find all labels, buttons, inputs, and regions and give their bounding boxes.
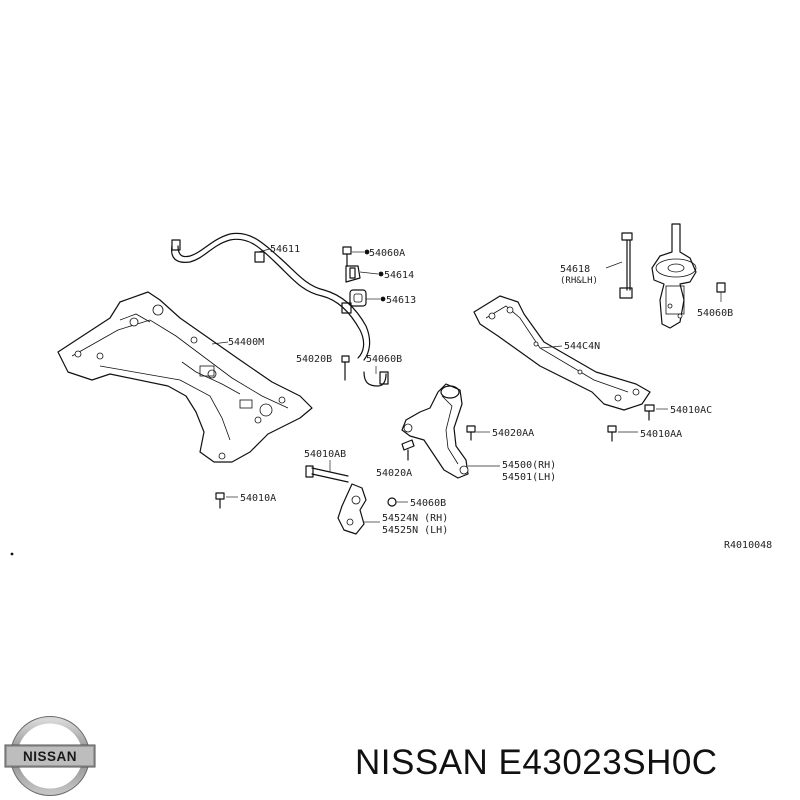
lower-arm-54500 bbox=[401, 383, 469, 479]
bolt-54010ab bbox=[305, 465, 349, 483]
label-54010ab: 54010AB bbox=[304, 449, 346, 460]
label-54618: 54618 bbox=[560, 264, 590, 275]
label-54020b: 54020B bbox=[296, 354, 332, 365]
label-54500-rh: 54500(RH) bbox=[502, 460, 556, 471]
label-54010aa-right: 54010AA bbox=[640, 429, 682, 440]
label-54400m: 54400M bbox=[228, 337, 264, 348]
part-caption: NISSAN E43023SH0C bbox=[355, 738, 795, 788]
nut-54060b-low bbox=[387, 497, 397, 507]
label-54020aa: 54020AA bbox=[492, 428, 534, 439]
label-54060a-top: 54060A bbox=[369, 248, 405, 259]
clamp-54614 bbox=[345, 265, 361, 283]
label-54524n-rh: 54524N (RH) bbox=[382, 513, 448, 524]
caption-part-number: E43023SH0C bbox=[498, 743, 718, 782]
bushing-54613 bbox=[349, 289, 367, 307]
bracket-54524n bbox=[337, 483, 367, 535]
bolt-54060b-strut bbox=[716, 282, 726, 293]
caption-brand: NISSAN bbox=[355, 743, 489, 782]
label-54020a: 54020A bbox=[376, 468, 412, 479]
label-54618-note: (RH&LH) bbox=[560, 276, 598, 286]
label-54060b-low: 54060B bbox=[410, 498, 446, 509]
bolt-54010a bbox=[215, 492, 225, 509]
label-54611: 54611 bbox=[270, 244, 300, 255]
stabilizer-link-54618 bbox=[619, 232, 633, 299]
stabilizer-bar bbox=[171, 232, 371, 361]
label-54010a: 54010A bbox=[240, 493, 276, 504]
bolt-54010aa-right bbox=[607, 425, 617, 442]
bolt-54020b bbox=[341, 355, 350, 381]
label-54010ac: 54010AC bbox=[670, 405, 712, 416]
part-labels: 54611 54060A 54614 54613 54400M 54020B 5… bbox=[228, 244, 772, 551]
diagram-code: R4010048 bbox=[724, 540, 772, 551]
member-544c4n bbox=[473, 295, 651, 411]
bolt-54020a bbox=[401, 439, 415, 461]
label-54614: 54614 bbox=[384, 270, 414, 281]
bolt-54020aa bbox=[466, 425, 476, 441]
label-54501-lh: 54501(LH) bbox=[502, 472, 556, 483]
bolt-54010ac bbox=[644, 404, 655, 421]
label-544c4n: 544C4N bbox=[564, 341, 600, 352]
label-54613: 54613 bbox=[386, 295, 416, 306]
bolt-54060a-top bbox=[342, 246, 352, 267]
logo-text: NISSAN bbox=[23, 749, 77, 764]
bracket-54060b-mid bbox=[363, 371, 389, 387]
strut-assembly bbox=[651, 223, 697, 329]
label-54525n-lh: 54525N (LH) bbox=[382, 525, 448, 536]
subframe-54400m bbox=[57, 291, 313, 463]
label-54060b-mid: 54060B bbox=[366, 354, 402, 365]
label-54060b-strut: 54060B bbox=[697, 308, 733, 319]
nissan-logo: NISSAN bbox=[4, 716, 96, 796]
